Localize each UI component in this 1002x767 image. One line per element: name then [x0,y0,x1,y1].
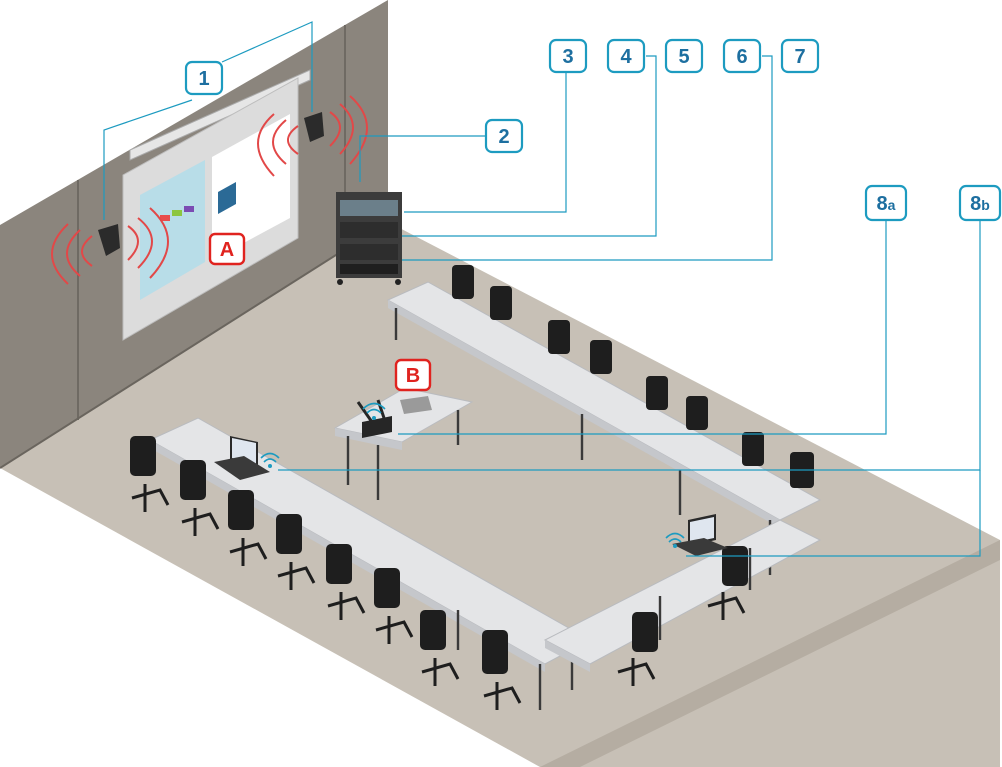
laptop-left [214,436,280,480]
callout-badge-3: 3 [548,38,588,74]
callout-badge-4: 4 [606,38,646,74]
wifi-icon [665,532,685,548]
svg-text:1: 1 [198,68,209,90]
wifi-icon [260,452,280,468]
speaker-icon [304,112,324,142]
callout-badge-1: 1 [184,60,224,96]
svg-text:4: 4 [620,46,632,68]
floor-front-edge [540,540,1000,767]
wireless-receiver [356,396,432,438]
callout-badge-8a: 8a [864,184,908,222]
chair-icon [742,432,764,466]
callout-badge-7: 7 [780,38,820,74]
chair-icon [420,610,460,686]
speaker-icon [98,224,120,256]
svg-text:8b: 8b [970,193,990,215]
speaker-left [51,207,169,285]
callout-leader-lines [103,21,981,557]
chair-icon [276,514,316,590]
callout-badge-5: 5 [664,38,704,74]
wireless-receiver-icon [362,416,392,438]
chair-icon [590,340,612,374]
laptop-right [665,514,728,556]
svg-text:3: 3 [562,46,573,68]
projection-screen-icon [122,69,311,341]
svg-text:7: 7 [794,46,805,68]
chair-icon [646,376,668,410]
svg-text:A: A [220,239,234,261]
floor [0,222,1000,767]
chair-icon [130,436,170,512]
svg-text:2: 2 [498,126,509,148]
chair-icon [452,265,474,299]
svg-text:6: 6 [736,46,747,68]
chairs [130,265,814,710]
zone-badge-a: A [208,232,246,266]
chair-icon [374,568,414,644]
chair-icon [180,460,220,536]
chair-icon [228,490,268,566]
chair-icon [326,544,366,620]
speaker-right [257,95,368,177]
chair-icon [490,286,512,320]
svg-text:8a: 8a [877,193,896,215]
equipment-rack-icon [336,192,402,285]
svg-text:B: B [406,365,420,387]
chair-icon [548,320,570,354]
chair-icon [482,630,522,710]
chair-icon [686,396,708,430]
wifi-icon [362,402,386,420]
callout-badge-2: 2 [484,118,524,154]
chair-icon [617,612,658,686]
svg-text:5: 5 [678,46,689,68]
zone-badge-b: B [394,358,432,392]
callout-badge-6: 6 [722,38,762,74]
callout-badge-8b: 8b [958,184,1002,222]
